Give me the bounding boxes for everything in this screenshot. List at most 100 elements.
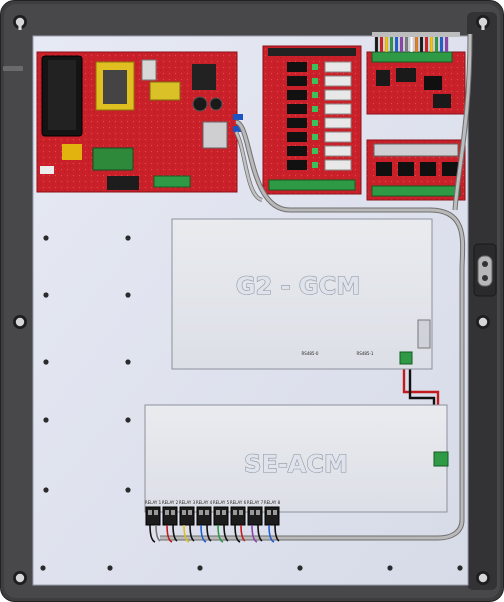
relay-label: RELAY 5	[213, 500, 230, 505]
terminal-screw	[233, 510, 237, 515]
relay-label: RELAY 7	[247, 500, 264, 505]
relay-wire	[206, 524, 212, 542]
ribbon-wire	[439, 35, 444, 53]
terminal-screw	[148, 510, 152, 515]
relay-wire	[251, 524, 258, 543]
ribbon-wire	[429, 35, 434, 53]
ribbon-wire	[374, 35, 379, 53]
relay-led	[312, 162, 318, 168]
relay-component	[324, 117, 352, 129]
screw-icon	[125, 487, 131, 493]
ribbon-wire	[424, 35, 429, 53]
relay-wire	[149, 524, 156, 543]
relay-led	[312, 92, 318, 98]
relay-component	[324, 89, 352, 101]
screw-icon	[43, 235, 49, 241]
screw-icon	[43, 417, 49, 423]
ribbon-wire	[434, 35, 439, 53]
screw-icon	[125, 235, 131, 241]
relay-terminal	[179, 506, 195, 526]
relay-label: RELAY 6	[230, 500, 247, 505]
ribbon-wire	[379, 35, 384, 53]
power-supply-board	[36, 51, 243, 193]
relay-wire	[166, 524, 173, 543]
screw-icon	[125, 417, 131, 423]
relay-wire	[189, 524, 195, 542]
terminal-screw	[154, 510, 158, 515]
relay-led	[312, 78, 318, 84]
terminal-screw	[256, 510, 260, 515]
relay-component	[287, 146, 307, 156]
relay-wire	[200, 524, 207, 543]
relay-component	[324, 103, 352, 115]
relay-label: RELAY 8	[264, 500, 281, 505]
screw-icon	[43, 359, 49, 365]
ribbon-wire	[394, 35, 399, 53]
screw-icon	[107, 565, 113, 571]
mount-hole-icon	[13, 15, 490, 585]
terminal-screw	[182, 510, 186, 515]
relay-component	[324, 75, 352, 87]
relay-label: RELAY 4	[196, 500, 213, 505]
relay-wire	[257, 524, 263, 542]
relay-led	[312, 106, 318, 112]
acm-title: SE-ACM	[244, 450, 348, 478]
relay-terminal	[264, 506, 280, 526]
relay-output-board	[262, 45, 362, 195]
ribbon-wire	[409, 35, 414, 53]
screw-icon	[197, 565, 203, 571]
screw-icon	[43, 487, 49, 493]
terminal-screw	[188, 510, 192, 515]
terminal-screw	[267, 510, 271, 515]
interface-board-bottom	[366, 139, 466, 201]
gcm-port-label-left: RS485-0	[302, 351, 319, 356]
relay-component	[324, 159, 352, 171]
ribbon-wire	[389, 35, 394, 53]
ribbon-wires	[372, 32, 460, 53]
interface-board-top	[366, 51, 466, 115]
screw-icon	[457, 565, 463, 571]
relay-label: RELAY 1	[145, 500, 162, 505]
relay-label: RELAY 2	[162, 500, 179, 505]
relay-component	[287, 62, 307, 72]
relay-led	[312, 134, 318, 140]
relay-terminal	[230, 506, 246, 526]
relay-led	[312, 64, 318, 70]
relay-wire	[223, 524, 229, 542]
gcm-port-label-right: RS485-1	[357, 351, 374, 356]
terminal-screw	[216, 510, 220, 515]
relay-component	[287, 90, 307, 100]
relay-wire	[172, 524, 178, 542]
relay-terminal	[196, 506, 212, 526]
relay-wire	[274, 524, 280, 542]
relay-component	[287, 118, 307, 128]
door-latch[interactable]	[473, 243, 497, 297]
relay-terminal	[145, 506, 161, 526]
relay-wire	[155, 524, 161, 542]
terminal-screw	[239, 510, 243, 515]
terminal-screw	[273, 510, 277, 515]
terminal-screw	[222, 510, 226, 515]
ribbon-wire	[419, 35, 424, 53]
screw-icon	[43, 292, 49, 298]
terminal-screw	[250, 510, 254, 515]
gcm-module: G2 - GCM RS485-0 RS485-1	[171, 218, 433, 370]
gcm-title: G2 - GCM	[236, 272, 360, 300]
screw-icon	[40, 565, 46, 571]
relay-terminal	[213, 506, 229, 526]
terminal-screw	[171, 510, 175, 515]
relay-wire	[240, 524, 246, 542]
terminal-screw	[199, 510, 203, 515]
relay-led	[312, 148, 318, 154]
relay-component	[287, 160, 307, 170]
screw-icon	[387, 565, 393, 571]
relay-component	[287, 104, 307, 114]
relay-led	[312, 120, 318, 126]
relay-wire	[268, 524, 275, 543]
ribbon-wire	[444, 35, 449, 53]
screw-icon	[125, 359, 131, 365]
relay-wire	[183, 524, 190, 543]
relay-terminal	[247, 506, 263, 526]
